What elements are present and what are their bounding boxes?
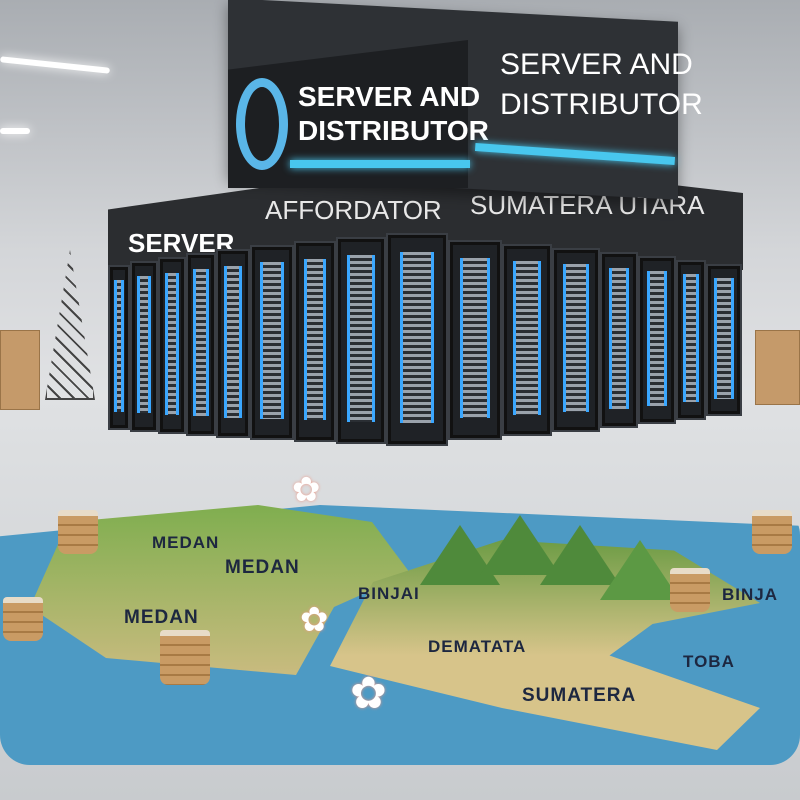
storage-drum: [752, 510, 792, 554]
frangipani-flower: ✿: [350, 668, 387, 719]
map-label: MEDAN: [124, 607, 199, 628]
server-rack: [186, 253, 216, 436]
sign-line: SERVER AND: [298, 81, 481, 112]
storage-drum: [58, 510, 98, 554]
sign-light-strip: [290, 160, 470, 168]
server-rack: [158, 257, 186, 434]
server-rack: [676, 260, 706, 420]
storage-drum: [160, 630, 210, 685]
mountain: [600, 540, 680, 600]
map-label: DEMATATA: [428, 637, 527, 656]
map-label: BINJAI: [358, 584, 420, 603]
map-label: MEDAN: [152, 533, 220, 552]
server-rack: [600, 252, 638, 428]
server-rack: [706, 264, 742, 416]
ceiling-light: [0, 128, 30, 134]
server-rack: [250, 245, 294, 440]
server-rack: [216, 249, 250, 438]
map-label: TOBA: [683, 652, 735, 671]
sign-text-left: SERVER AND DISTRIBUTOR: [298, 80, 489, 148]
map-label: MEDAN: [225, 557, 300, 578]
server-rack: [638, 256, 676, 424]
frangipani-flower: ✿: [300, 600, 329, 640]
server-rack: [130, 261, 158, 432]
server-rack: [108, 265, 130, 430]
logo-ring-icon: [236, 78, 288, 170]
frangipani-flower: ✿: [292, 470, 321, 510]
map-label: BINJA: [722, 585, 779, 604]
server-rack: [386, 233, 448, 446]
storage-drum: [3, 597, 43, 641]
map-label: SUMATERA: [522, 685, 637, 706]
sign-line: DISTRIBUTOR: [298, 115, 489, 146]
server-rack: [294, 241, 336, 442]
server-rack: [336, 237, 386, 444]
cardboard-boxes: [0, 330, 40, 410]
server-rack: [448, 240, 502, 440]
banner-text-affordator: AFFORDATOR: [265, 195, 442, 225]
cardboard-boxes: [755, 330, 800, 405]
storage-drum: [670, 568, 710, 612]
server-rack: [552, 248, 600, 432]
sign-text-right: SERVER AND DISTRIBUTOR: [500, 45, 703, 125]
server-rack: [502, 244, 552, 436]
sign-line: SERVER AND: [500, 48, 693, 81]
sign-line: DISTRIBUTOR: [500, 88, 703, 121]
